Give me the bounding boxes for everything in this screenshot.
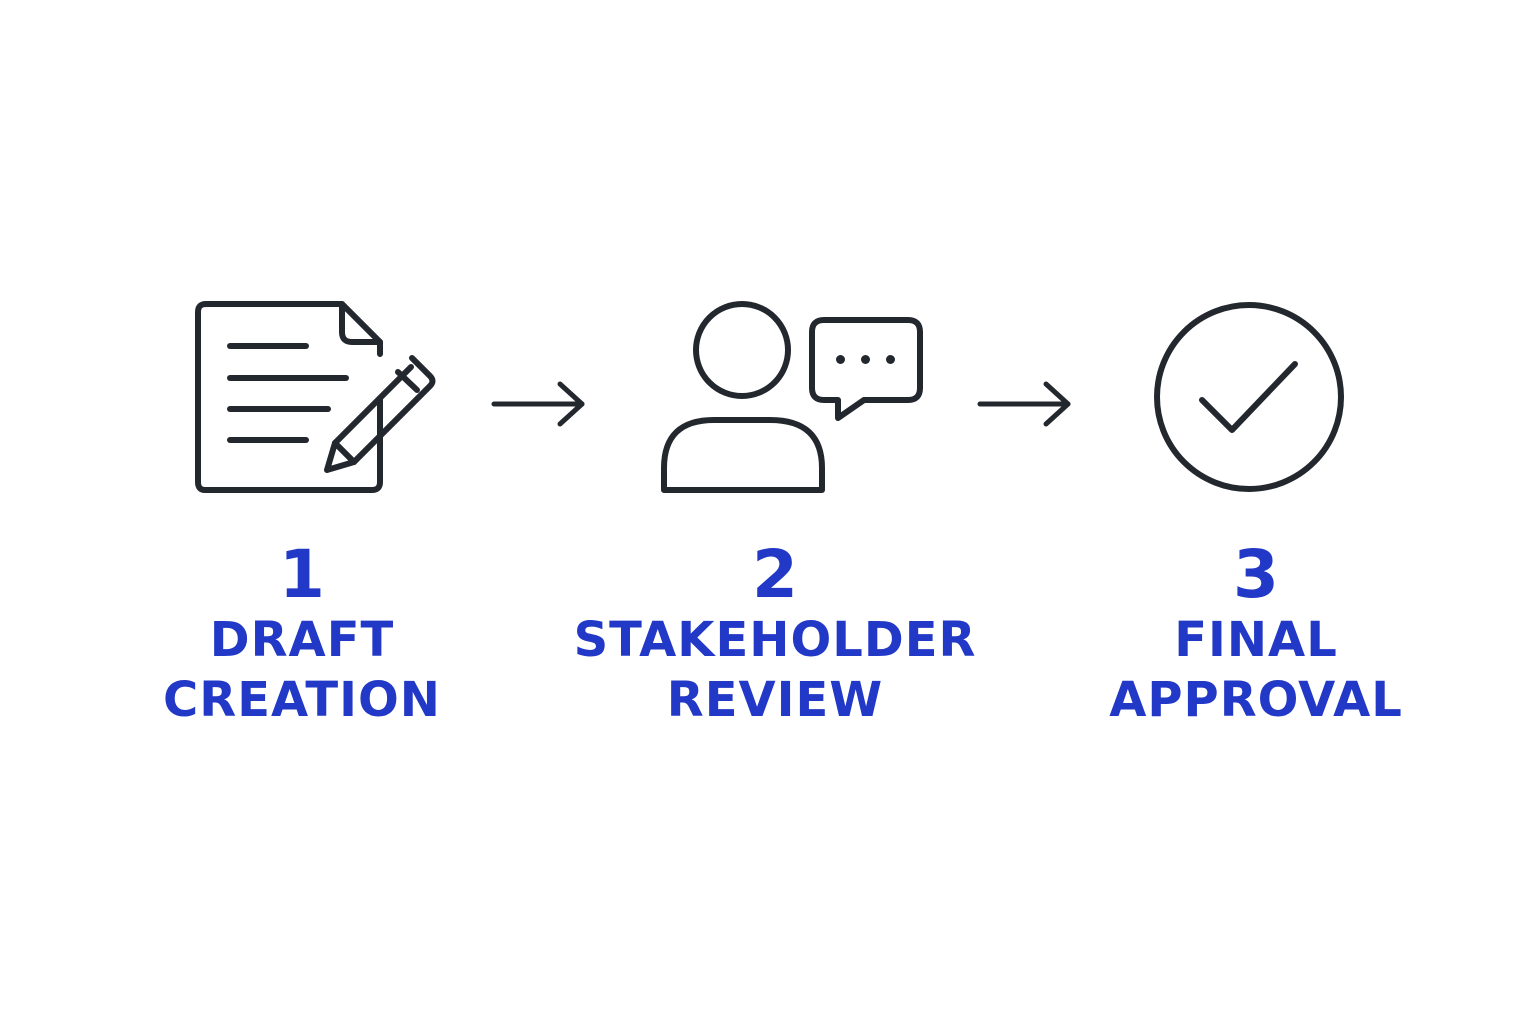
arrow-right-icon bbox=[976, 380, 1076, 430]
step-1-number: 1 bbox=[279, 536, 325, 613]
step-3-number: 3 bbox=[1233, 536, 1279, 613]
step-2-label-line1: STAKEHOLDER bbox=[573, 612, 977, 668]
arrow-right-icon bbox=[490, 380, 590, 430]
speech-dot-3 bbox=[886, 355, 895, 364]
check-circle-icon bbox=[1152, 300, 1346, 494]
step-2-number: 2 bbox=[752, 536, 798, 613]
document-with-pencil-icon bbox=[190, 296, 450, 496]
step-3-label-line1: FINAL bbox=[1174, 612, 1338, 668]
step-3-text: 3 FINAL APPROVAL bbox=[1046, 540, 1466, 730]
step-1-text: 1 DRAFT CREATION bbox=[92, 540, 512, 730]
step-2-label-line2: REVIEW bbox=[666, 672, 884, 728]
step-1-label-line1: DRAFT bbox=[209, 612, 395, 668]
speech-dot-1 bbox=[836, 355, 845, 364]
person-with-speech-bubble-icon bbox=[658, 298, 928, 498]
step-3-label-line2: APPROVAL bbox=[1109, 672, 1403, 728]
step-2-text: 2 STAKEHOLDER REVIEW bbox=[565, 540, 985, 730]
speech-dot-2 bbox=[861, 355, 870, 364]
step-1-label-line2: CREATION bbox=[163, 672, 441, 728]
